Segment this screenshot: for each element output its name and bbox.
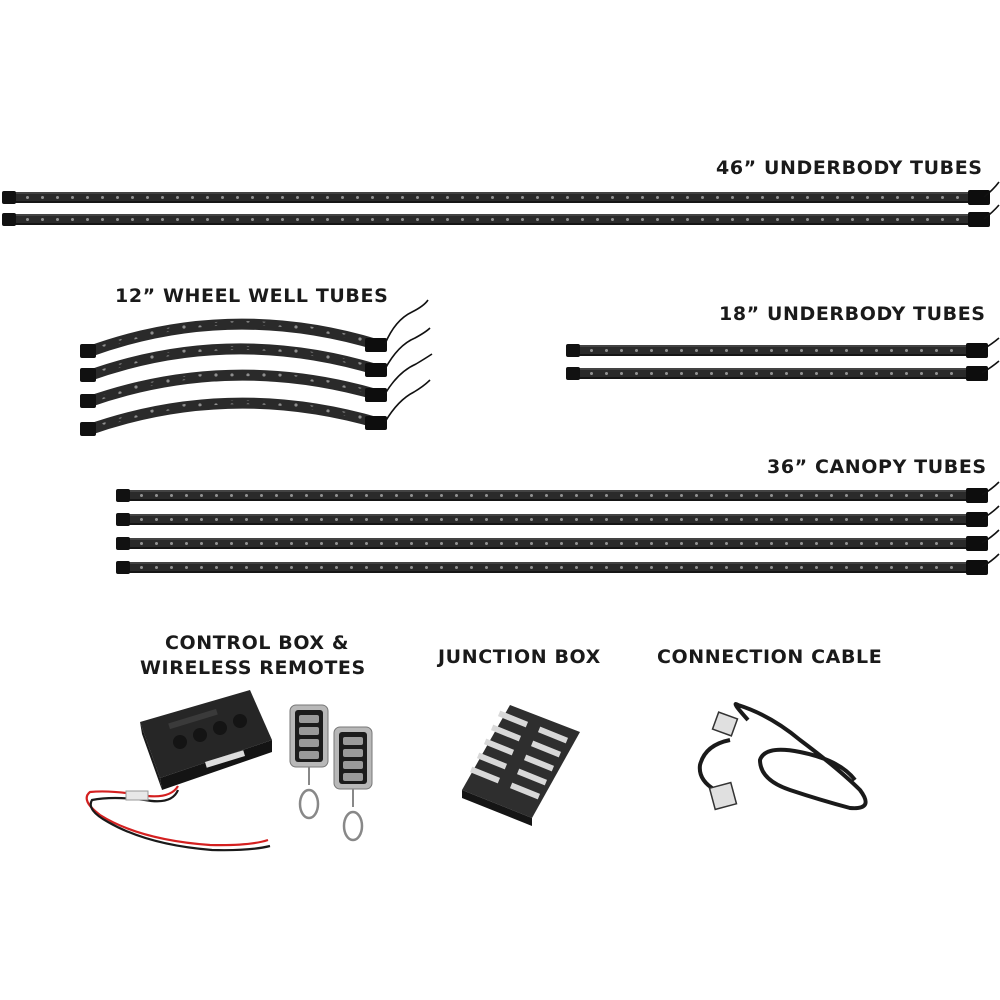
label-connection-cable: CONNECTION CABLE xyxy=(657,646,883,668)
control-box xyxy=(140,690,272,790)
wheel-well-tube-4 xyxy=(80,379,431,436)
label-18-underbody-tubes: 18” UNDERBODY TUBES xyxy=(719,303,986,325)
canopy-36-tube-3 xyxy=(116,536,988,551)
label-junction-box: JUNCTION BOX xyxy=(438,646,601,668)
wheel-well-tubes xyxy=(80,299,433,436)
label-control-box-line2: WIRELESS REMOTES xyxy=(140,657,366,679)
underbody-18-tube-2 xyxy=(566,366,988,381)
wireless-remote-1 xyxy=(289,704,329,820)
wheel-well-tube-1 xyxy=(80,299,429,358)
canopy-36-tube-2 xyxy=(116,512,988,527)
wireless-remote-2 xyxy=(333,726,373,842)
power-wires xyxy=(85,785,271,852)
label-46-underbody-tubes: 46” UNDERBODY TUBES xyxy=(716,157,983,179)
connection-cable xyxy=(697,702,868,811)
underbody-18-tube-1 xyxy=(566,343,988,358)
underbody-46-tube-2 xyxy=(2,212,990,227)
wheel-well-tube-2 xyxy=(80,327,431,382)
underbody-46-tube-1 xyxy=(2,190,990,205)
junction-box xyxy=(462,705,580,826)
canopy-36-tube-1 xyxy=(116,488,988,503)
label-36-canopy-tubes: 36” CANOPY TUBES xyxy=(767,456,987,478)
tube-lead-wires xyxy=(981,181,1000,568)
label-control-box-line1: CONTROL BOX & xyxy=(165,632,350,654)
wheel-well-tube-3 xyxy=(80,353,433,408)
label-12-wheel-well-tubes: 12” WHEEL WELL TUBES xyxy=(115,285,389,307)
canopy-36-tube-4 xyxy=(116,560,988,575)
